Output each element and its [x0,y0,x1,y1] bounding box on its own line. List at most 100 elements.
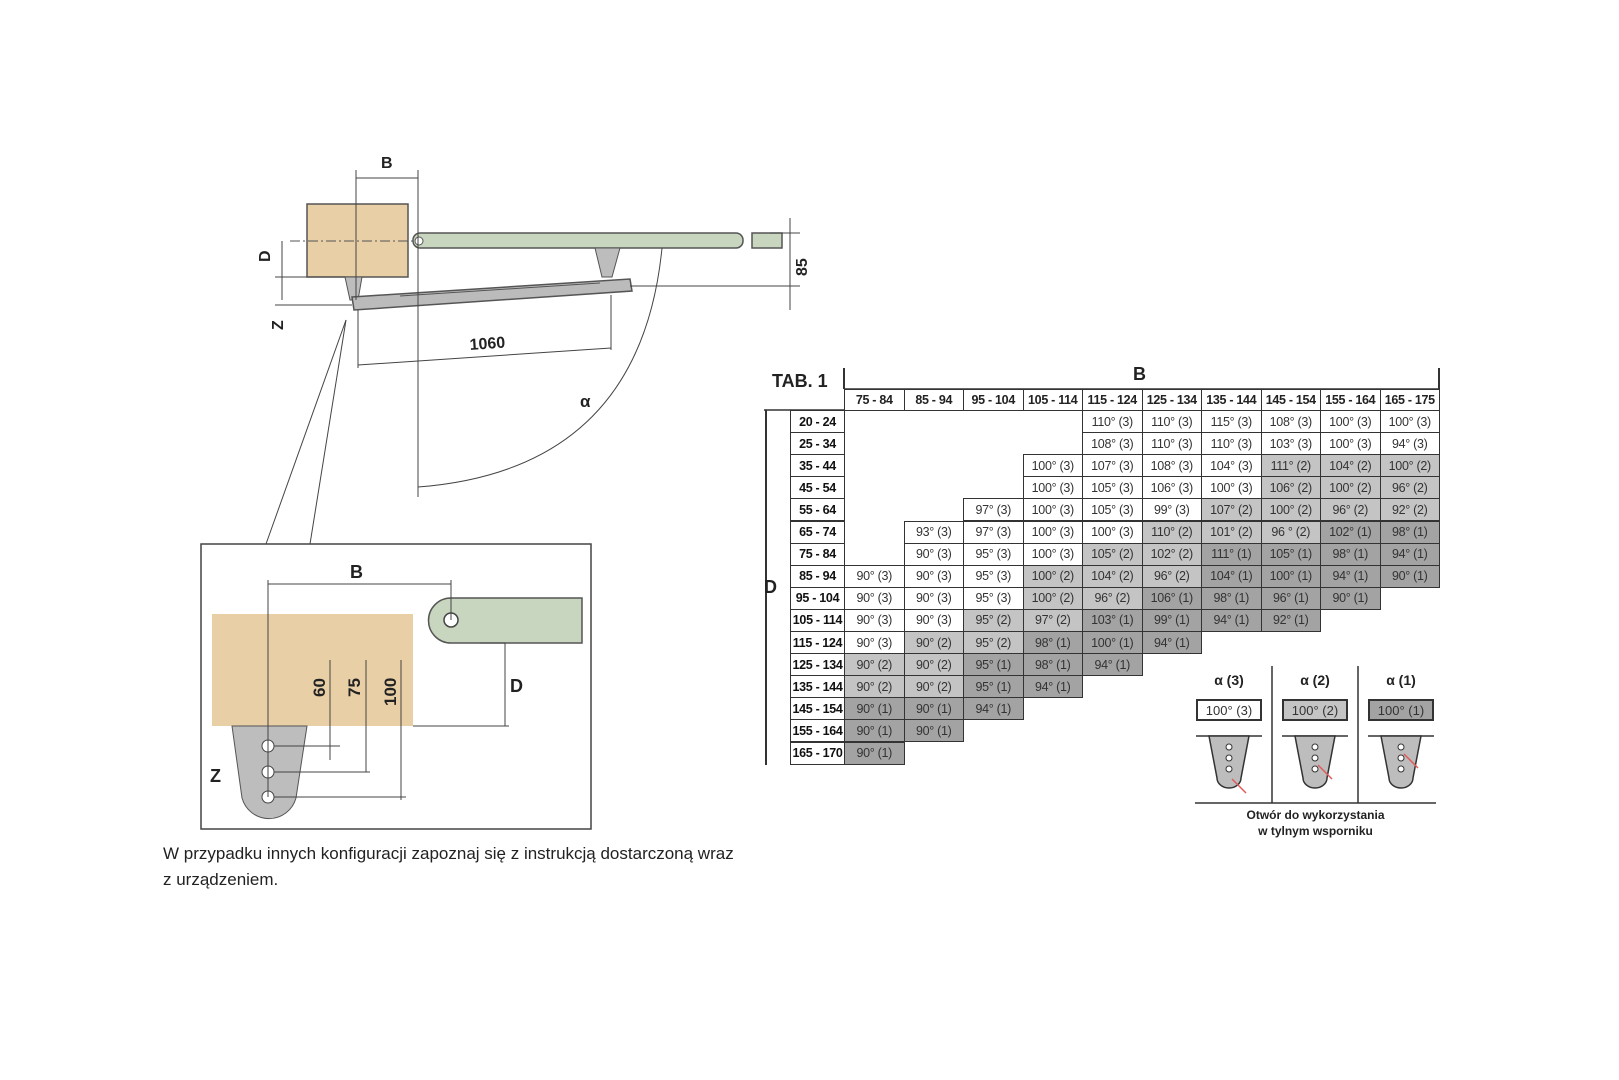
table-cell: 100° (3) [1379,410,1440,434]
inset-100-label: 100 [381,678,400,706]
table-cell: 104° (3) [1201,454,1262,478]
hole-pointer-icon [1317,764,1333,780]
dim-z-label: Z [270,320,287,330]
table-cell: 95° (1) [963,675,1024,699]
table-cell: 98° (1) [1201,586,1262,610]
row-header: 65 - 74 [790,520,845,544]
column-header: 95 - 104 [963,389,1024,411]
row-header: 45 - 54 [790,476,845,500]
table-cell: 95° (3) [963,542,1024,566]
table-cell: 110° (3) [1082,410,1143,434]
table-cell: 100° (3) [1082,520,1143,544]
table-cell: 95° (2) [963,631,1024,655]
table-cell: 96° (1) [1260,586,1321,610]
table-cell: 94° (3) [1379,432,1440,456]
row-header: 55 - 64 [790,498,845,522]
bracket-icon [1196,735,1262,794]
column-header: 105 - 114 [1022,389,1083,411]
inset-z-label: Z [210,766,221,786]
table-cell: 97° (2) [1022,608,1083,632]
column-header: 75 - 84 [844,389,905,411]
table-cell: 90° (1) [1379,564,1440,588]
table-cell: 104° (1) [1201,564,1262,588]
column-header: 115 - 124 [1082,389,1143,411]
row-header: 155 - 164 [790,719,845,743]
row-header: 85 - 94 [790,564,845,588]
inset-post [212,614,413,726]
table-cell: 105° (1) [1260,542,1321,566]
table-cell: 100° (3) [1320,410,1381,434]
table-cell: 90° (1) [903,719,964,743]
table-cell: 95° (2) [963,608,1024,632]
table-cell: 107° (3) [1082,454,1143,478]
table-cell: 100° (2) [1320,476,1381,500]
row-header: 95 - 104 [790,586,845,610]
table-cell: 100° (2) [1260,498,1321,522]
table-cell: 105° (3) [1082,498,1143,522]
table-cell: 94° (1) [1201,608,1262,632]
legend-title: α (1) [1386,672,1416,688]
table-cell: 90° (1) [844,697,905,721]
dim-b-label: B [381,155,393,172]
inset-75-label: 75 [345,678,364,697]
table-cell: 100° (3) [1022,454,1083,478]
table-cell: 100° (3) [1201,476,1262,500]
table-cell: 90° (1) [844,719,905,743]
column-header: 155 - 164 [1320,389,1381,411]
table-cell: 94° (1) [1022,675,1083,699]
table-cell: 100° (1) [1260,564,1321,588]
opening-arc [417,247,663,488]
table-cell: 100° (3) [1022,542,1083,566]
front-bracket [594,247,621,278]
actuator [351,278,633,311]
table-cell: 93° (3) [903,520,964,544]
caption-line-1: W przypadku innych konfiguracji zapoznaj… [163,844,734,863]
row-header: 25 - 34 [790,432,845,456]
dim-d-label: D [257,250,274,262]
table-cell: 108° (3) [1082,432,1143,456]
table-cell: 96° (2) [1082,586,1143,610]
table-cell: 100° (3) [1320,432,1381,456]
table-cell: 94° (1) [1320,564,1381,588]
table-cell: 110° (3) [1201,432,1262,456]
table-cell: 98° (1) [1022,653,1083,677]
table-cell: 97° (3) [963,520,1024,544]
table-cell: 100° (1) [1082,631,1143,655]
table-cell: 94° (1) [963,697,1024,721]
table-title: TAB. 1 [772,371,828,391]
table-cell: 90° (3) [903,586,964,610]
table-cell: 111° (2) [1260,454,1321,478]
table-cell: 90° (2) [844,653,905,677]
dim-1060-label: 1060 [469,335,506,354]
table-cell: 96° (2) [1379,476,1440,500]
table-col-axis: B [1133,364,1146,384]
table-cell: 102° (1) [1320,520,1381,544]
legend-swatch: 100° (3) [1196,699,1262,721]
table-cell: 106° (2) [1260,476,1321,500]
bracket-icon [1368,735,1434,789]
legend-caption-2: w tylnym wsporniku [1258,824,1373,838]
row-header: 135 - 144 [790,675,845,699]
caption-line-2: z urządzeniem. [163,870,279,889]
table-cell: 111° (1) [1201,542,1262,566]
table-cell: 100° (3) [1022,520,1083,544]
table-cell: 90° (3) [844,564,905,588]
table-cell: 104° (2) [1082,564,1143,588]
detail-inset: B D 60 75 100 Z [200,543,592,830]
table-cell: 108° (3) [1141,454,1202,478]
row-header: 115 - 124 [790,631,845,655]
table-cell: 95° (3) [963,564,1024,588]
table-cell: 98° (1) [1379,520,1440,544]
table-cell: 104° (2) [1320,454,1381,478]
table-cell: 90° (2) [903,653,964,677]
column-header: 85 - 94 [903,389,964,411]
table-cell: 110° (3) [1141,432,1202,456]
table-cell: 102° (2) [1141,542,1202,566]
dim-85-label: 85 [794,258,811,276]
legend-caption-1: Otwór do wykorzystania [1246,808,1385,822]
table-cell: 100° (3) [1022,498,1083,522]
column-header: 125 - 134 [1141,389,1202,411]
row-header: 75 - 84 [790,542,845,566]
table-row-axis: D [764,577,777,597]
